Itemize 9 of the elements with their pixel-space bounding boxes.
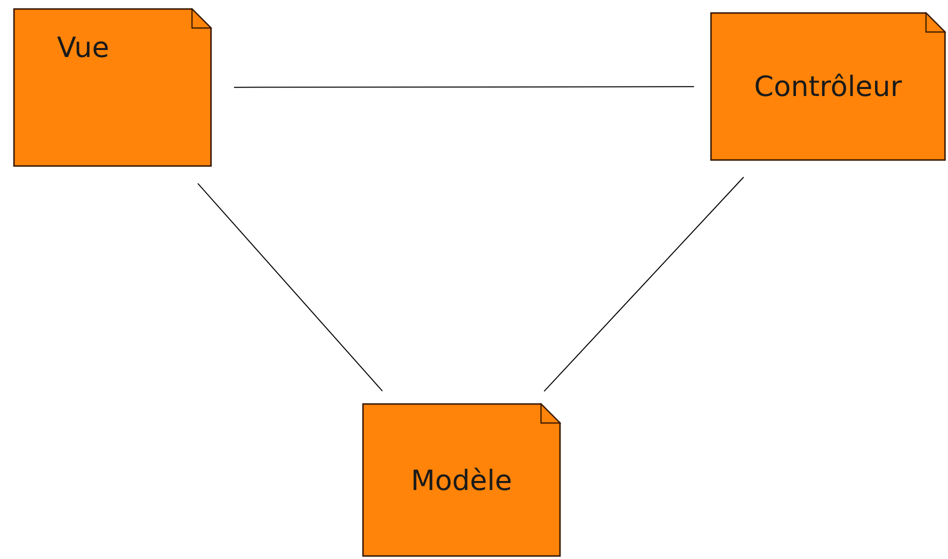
connector-line [197,182,383,392]
node-label: Contrôleur [754,69,902,104]
node-label: Vue [57,30,110,65]
node-label: Modèle [410,462,512,498]
note-box [362,403,561,557]
note-box [710,12,946,161]
connector-line [234,86,694,88]
note-box [13,8,212,167]
connector-line [544,176,744,392]
